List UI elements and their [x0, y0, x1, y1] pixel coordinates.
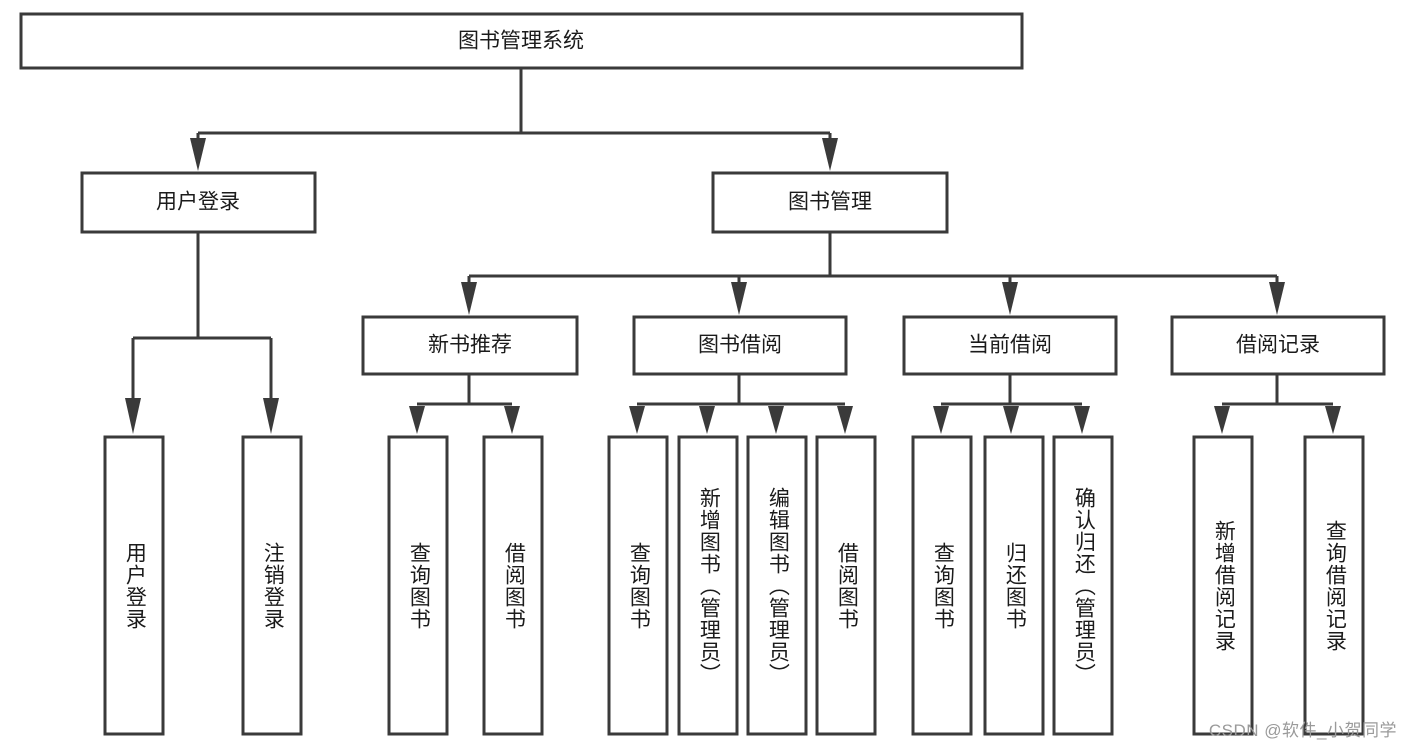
leaf-box-query-book-brw[interactable] — [607, 435, 669, 736]
arrow-current-leaf-3 — [1074, 406, 1090, 434]
node-book-manage[interactable]: 图书管理 — [711, 171, 949, 234]
arrow-login-leaf-2 — [263, 398, 279, 434]
node-root[interactable]: 图书管理系统 — [19, 12, 1024, 70]
arrow-current-leaf-2 — [1003, 406, 1019, 434]
leaf-box-query-book-rec[interactable] — [387, 435, 449, 736]
leaf-box-borrow-book-rec[interactable] — [482, 435, 544, 736]
node-book-manage-label: 图书管理 — [788, 191, 872, 214]
csdn-watermark: CSDN @软件_小贺同学 — [1208, 721, 1397, 740]
arrow-login-leaf-1 — [125, 398, 141, 434]
leaf-box-query-record[interactable] — [1303, 435, 1365, 736]
connector-group — [125, 68, 1341, 434]
arrow-book-to-current — [1002, 282, 1018, 315]
arrow-root-to-book — [822, 138, 838, 171]
arrow-rec-leaf-1 — [409, 406, 425, 434]
node-new-book-recommend-box[interactable] — [361, 315, 579, 376]
leaf-box-return-book[interactable] — [983, 435, 1045, 736]
leaf-box-query-book-cur[interactable] — [911, 435, 973, 736]
arrow-borrow-leaf-4 — [837, 406, 853, 434]
node-book-borrow-box[interactable] — [632, 315, 848, 376]
leaf-box-add-record[interactable] — [1192, 435, 1254, 736]
node-new-book-recommend-label: 新书推荐 — [428, 334, 512, 357]
node-user-login-box[interactable] — [80, 171, 317, 234]
arrow-borrow-leaf-1 — [629, 406, 645, 434]
arrow-book-to-borrow — [731, 282, 747, 315]
node-borrow-record-label: 借阅记录 — [1236, 334, 1320, 357]
node-borrow-record-box[interactable] — [1170, 315, 1386, 376]
leaf-box-edit-book-admin[interactable] — [746, 435, 808, 736]
arrow-book-to-new — [461, 282, 477, 315]
leaf-box-add-book-admin[interactable] — [677, 435, 739, 736]
arrow-record-leaf-2 — [1325, 406, 1341, 434]
node-new-book-recommend[interactable]: 新书推荐 — [361, 315, 579, 376]
node-current-borrow[interactable]: 当前借阅 — [902, 315, 1118, 376]
arrow-borrow-leaf-2 — [699, 406, 715, 434]
leaf-box-group — [103, 435, 1365, 736]
leaf-box-confirm-return[interactable] — [1052, 435, 1114, 736]
arrow-borrow-leaf-3 — [768, 406, 784, 434]
node-book-borrow-label: 图书借阅 — [698, 334, 782, 357]
arrow-book-to-record — [1269, 282, 1285, 315]
arrow-record-leaf-1 — [1214, 406, 1230, 434]
leaf-box-user-login[interactable] — [103, 435, 165, 736]
leaf-box-logout[interactable] — [241, 435, 303, 736]
arrow-current-leaf-1 — [933, 406, 949, 434]
leaf-box-borrow-book-brw[interactable] — [815, 435, 877, 736]
node-borrow-record[interactable]: 借阅记录 — [1170, 315, 1386, 376]
node-user-login[interactable]: 用户登录 — [80, 171, 317, 234]
arrow-rec-leaf-2 — [504, 406, 520, 434]
node-user-login-label: 用户登录 — [156, 191, 240, 214]
node-book-manage-box[interactable] — [711, 171, 949, 234]
node-root-label: 图书管理系统 — [458, 30, 584, 53]
arrow-root-to-login — [190, 138, 206, 171]
node-book-borrow[interactable]: 图书借阅 — [632, 315, 848, 376]
node-root-box[interactable] — [19, 12, 1024, 70]
node-current-borrow-box[interactable] — [902, 315, 1118, 376]
node-current-borrow-label: 当前借阅 — [968, 334, 1052, 357]
